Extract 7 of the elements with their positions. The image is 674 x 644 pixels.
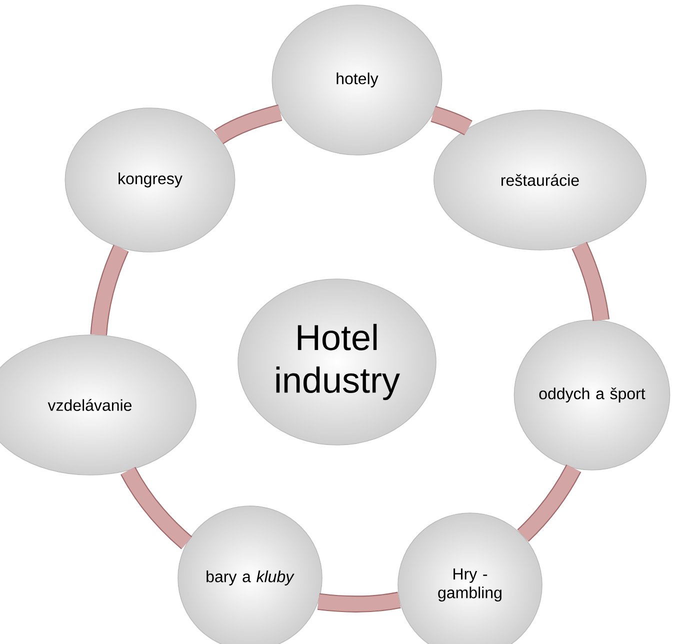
ring-segment (430, 106, 472, 136)
ring-segment (517, 464, 582, 542)
ring-segment (120, 466, 192, 550)
ring-segment (90, 244, 129, 336)
ring-segment (214, 104, 282, 144)
ring-segment (318, 592, 401, 612)
ring-segment (572, 242, 610, 322)
